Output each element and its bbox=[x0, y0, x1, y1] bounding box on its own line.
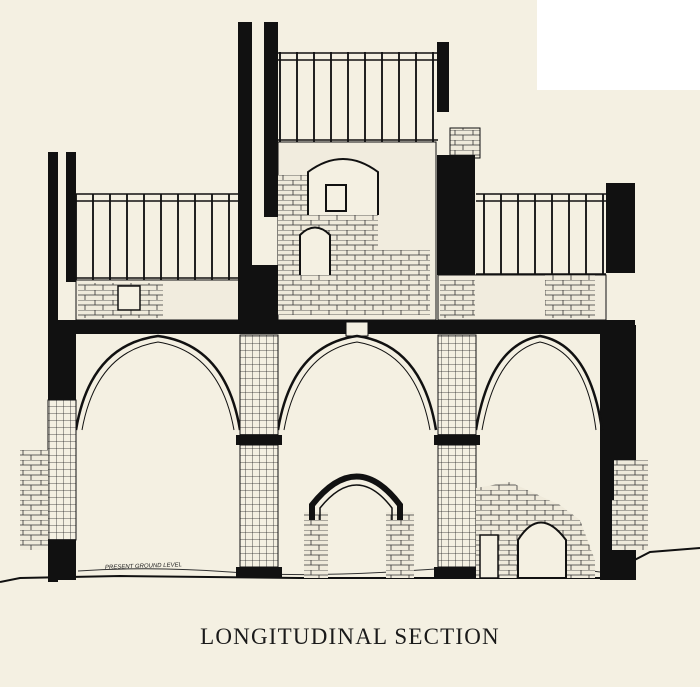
drawing-caption: LONGITUDINAL SECTION bbox=[200, 624, 500, 649]
balustrade-left bbox=[76, 193, 240, 280]
pier-center-left bbox=[236, 334, 282, 577]
doorway-arch bbox=[304, 473, 414, 578]
section-cuts bbox=[48, 22, 636, 582]
window-upper bbox=[325, 184, 347, 212]
arcade bbox=[74, 334, 604, 431]
balustrade-right bbox=[476, 193, 620, 275]
ground-level-label: PRESENT GROUND LEVEL bbox=[105, 562, 182, 571]
blank-corner-patch bbox=[537, 0, 700, 90]
ground-line bbox=[0, 547, 700, 583]
window-arch-lower bbox=[299, 226, 331, 275]
balustrade-top bbox=[278, 52, 438, 142]
pier-center-right bbox=[434, 334, 480, 577]
pier-left bbox=[20, 399, 77, 550]
ruined-wall-right bbox=[476, 482, 595, 579]
